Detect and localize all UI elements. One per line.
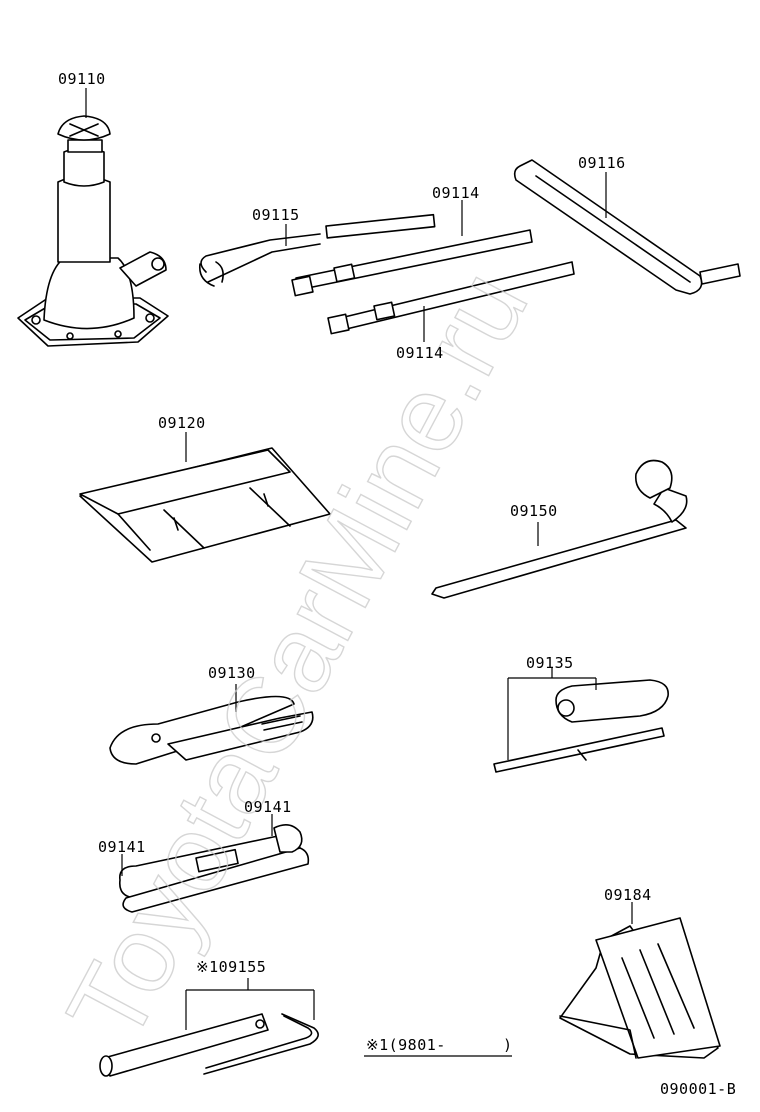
label-09141-upper: 09141: [244, 798, 292, 816]
jack-drawing: [17, 88, 169, 347]
label-09150: 09150: [510, 502, 558, 520]
label-09120: 09120: [158, 414, 206, 432]
wheel-chock-drawing: [559, 902, 721, 1059]
wrench-set-drawing: [118, 814, 310, 913]
label-09155: ※109155: [196, 958, 267, 976]
label-09130: 09130: [208, 664, 256, 682]
extension-bar-top-drawing: [291, 200, 533, 297]
label-09135: 09135: [526, 654, 574, 672]
wheel-nut-wrench-drawing: [431, 459, 688, 599]
screwdriver-drawing: [493, 668, 669, 773]
label-09184: 09184: [604, 886, 652, 904]
jack-handle-drawing: [513, 159, 741, 295]
hook-wrench-drawing: [198, 213, 436, 287]
label-09141-left: 09141: [98, 838, 146, 856]
pliers-drawing: [109, 684, 314, 765]
tool-bag-drawing: [79, 432, 331, 563]
label-09114-top: 09114: [432, 184, 480, 202]
tube-wrench-drawing: [99, 978, 319, 1077]
label-09114-bottom: 09114: [396, 344, 444, 362]
diagram-code: 090001-B: [660, 1080, 737, 1098]
label-09115: 09115: [252, 206, 300, 224]
label-09110: 09110: [58, 70, 106, 88]
label-09116: 09116: [578, 154, 626, 172]
extension-bar-bottom-drawing: [327, 261, 575, 342]
applicability-note: ※1(9801- ): [366, 1036, 513, 1054]
